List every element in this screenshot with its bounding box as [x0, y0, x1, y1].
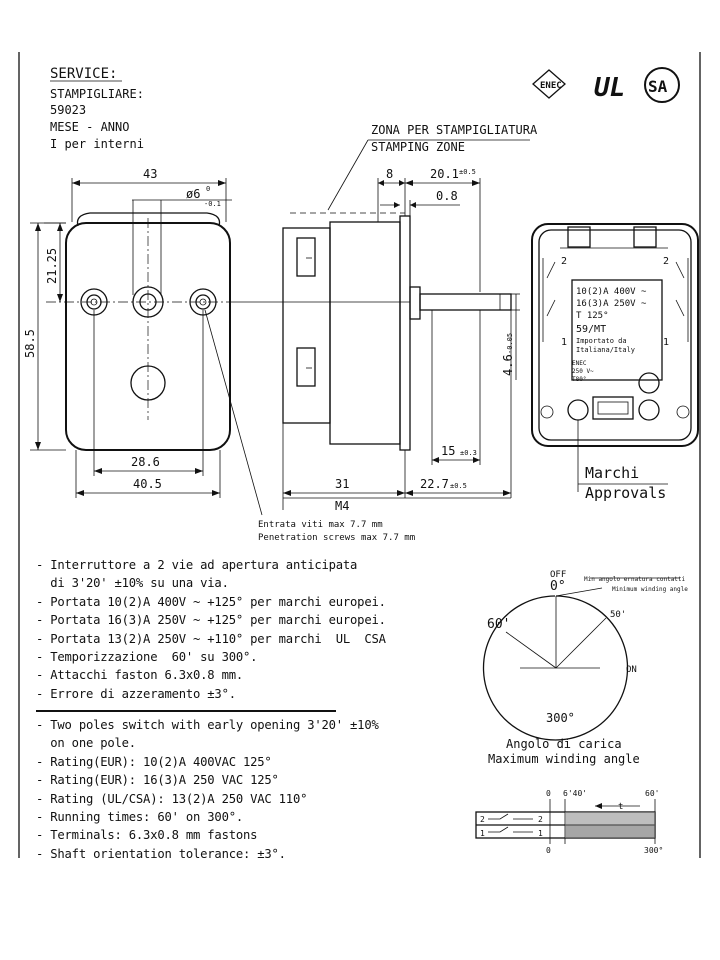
dim-depth-8: 8	[386, 167, 393, 181]
timing-row-1: 2	[480, 815, 485, 824]
dim-hole-spacing: 28.6	[131, 455, 160, 469]
dial-three-hundred: 300°	[546, 711, 575, 725]
dim-hole-dia: ø6	[186, 187, 200, 201]
italian-spec-4: - Portata 16(3)A 250V ~ +125° per marchi…	[36, 613, 386, 628]
plate-small-1: ENEC	[572, 360, 587, 367]
service-heading: SERVICE:	[50, 66, 117, 82]
english-spec-2: on one pole.	[36, 736, 136, 751]
timing-top-1: 6'40'	[563, 789, 587, 798]
side-view: 8 20.1 ±0.5 0.8 4.6 -0.05 15 ±0.3 31 22.…	[282, 167, 520, 513]
timing-top-2: 60'	[645, 789, 659, 798]
timing-row-4: 1	[538, 829, 543, 838]
dim-shaft-15-tol: ±0.3	[460, 449, 477, 457]
timing-bottom-1: 300°	[644, 846, 663, 855]
dim-height-total: 58.5	[23, 329, 37, 358]
italian-specs-list: - Interruttore a 2 vie ad apertura antic…	[36, 556, 386, 703]
spec-separator	[36, 710, 336, 712]
italian-spec-2: di 3'20' ±10% su una via.	[36, 576, 229, 591]
service-line-2: 59023	[50, 103, 86, 117]
plate-mark-4: 1	[663, 337, 669, 348]
dim-shaft-dia-tol: -0.05	[506, 333, 514, 354]
service-line-3: MESE - ANNO	[50, 120, 129, 134]
csa-logo: SA	[644, 67, 680, 103]
timing-arrow-label: t	[618, 802, 623, 812]
dial-fifty: 50'	[610, 610, 626, 620]
plate-mark-2: 1	[561, 337, 567, 348]
italian-spec-5: - Portata 13(2)A 250V ~ +110° per marchi…	[36, 631, 386, 646]
penetration-it: Entrata viti max 7.7 mm	[258, 520, 383, 530]
plate-small-2: 250 V~	[572, 368, 594, 375]
english-spec-6: - Running times: 60' on 300°.	[36, 810, 243, 825]
svg-text:UL: UL	[594, 73, 625, 103]
dial-min-angle-note: Min angolo ernatura contatti	[584, 576, 686, 583]
plate-line-5: Importato da	[576, 337, 627, 345]
stamping-zone-leader	[327, 139, 369, 211]
service-line-4: I per interni	[50, 137, 144, 151]
plate-line-1: 10(2)A 400V ~	[576, 287, 647, 297]
plate-mark-3: 2	[663, 256, 669, 267]
plate-line-2: 16(3)A 250V ~	[576, 299, 647, 309]
timing-bottom-0: 0	[546, 846, 551, 855]
italian-spec-8: - Errore di azzeramento ±3°.	[36, 686, 236, 701]
ul-logo: UL	[594, 73, 625, 103]
penetration-en: Penetration screws max 7.7 mm	[258, 533, 415, 543]
english-spec-3: - Rating(EUR): 10(2)A 400VAC 125°	[36, 754, 272, 769]
dim-shaft-15: 15	[441, 444, 455, 458]
dim-shaft-22: 22.7	[420, 477, 449, 491]
dim-shaft-22-tol: ±0.5	[450, 482, 467, 490]
dim-shaft-dia: 4.6	[501, 354, 515, 376]
service-line-1: STAMPIGLIARE:	[50, 87, 144, 101]
dial-caption-en: Maximum winding angle	[488, 752, 640, 766]
dim-screw-m4: M4	[335, 499, 349, 513]
plate-mark-1: 2	[561, 256, 567, 267]
enec-logo: ENEC	[532, 69, 566, 99]
timing-row-2: 2	[538, 815, 543, 824]
dial-off: OFF	[550, 570, 566, 580]
dial-on: ON	[626, 665, 637, 675]
dim-hole-tol-bot: -0.1	[204, 200, 221, 208]
dial-sixty: 60'	[487, 617, 510, 632]
dim-depth-20: 20.1	[430, 167, 459, 181]
italian-spec-3: - Portata 10(2)A 400V ~ +125° per marchi…	[36, 594, 386, 609]
timing-top-0: 0	[546, 789, 551, 798]
stamping-zone-it: ZONA PER STAMPIGLIATURA	[371, 123, 538, 137]
dim-hole-tol-top: 0	[206, 185, 210, 193]
english-specs-list: - Two poles switch with early opening 3'…	[36, 716, 379, 863]
plate-line-3: T 125°	[576, 311, 609, 321]
front-view: 43 ø6 0 -0.1 21.25 58.5	[23, 167, 410, 516]
english-spec-7: - Terminals: 6.3x0.8 mm fastons	[36, 828, 258, 843]
dial-zero: 0°	[550, 579, 566, 594]
timing-row-3: 1	[480, 829, 485, 838]
plate-line-4: 59/MT	[576, 324, 606, 335]
english-spec-1: - Two poles switch with early opening 3'…	[36, 718, 379, 732]
english-spec-4: - Rating(EUR): 16(3)A 250 VAC 125°	[36, 773, 279, 788]
dim-body-31: 31	[335, 477, 349, 491]
english-spec-8: - Shaft orientation tolerance: ±3°.	[36, 846, 286, 861]
dim-depth-08: 0.8	[436, 189, 458, 203]
winding-dial: OFF 0° Min angolo ernatura contatti Mini…	[482, 570, 688, 766]
stamping-zone-en: STAMPING ZONE	[371, 140, 465, 154]
dim-width-bottom: 40.5	[133, 477, 162, 491]
italian-spec-6: - Temporizzazione 60' su 300°.	[36, 650, 258, 665]
plate-small-3: T80°	[572, 376, 586, 383]
plate-line-6: Italiana/Italy	[576, 346, 635, 354]
english-spec-5: - Rating (UL/CSA): 13(2)A 250 VAC 110°	[36, 791, 308, 806]
back-view: 10(2)A 400V ~ 16(3)A 250V ~ T 125° 59/MT…	[531, 223, 699, 492]
svg-text:ENEC: ENEC	[540, 81, 562, 91]
italian-spec-7: - Attacchi faston 6.3x0.8 mm.	[36, 668, 243, 683]
dial-winding-note: Minimum winding angle	[612, 586, 688, 593]
dial-caption-it: Angolo di carica	[506, 737, 622, 751]
dim-width-top: 43	[143, 167, 157, 181]
dim-height-upper: 21.25	[45, 248, 59, 284]
approvals-en: Approvals	[585, 484, 666, 502]
timing-diagram: 0 6'40' 60' t 2 2 1 1 0 300°	[475, 789, 663, 855]
dim-depth-20-tol: ±0.5	[459, 168, 476, 176]
svg-text:SA: SA	[648, 77, 668, 96]
approvals-it: Marchi	[585, 464, 639, 482]
italian-spec-1: - Interruttore a 2 vie ad apertura antic…	[36, 558, 358, 572]
